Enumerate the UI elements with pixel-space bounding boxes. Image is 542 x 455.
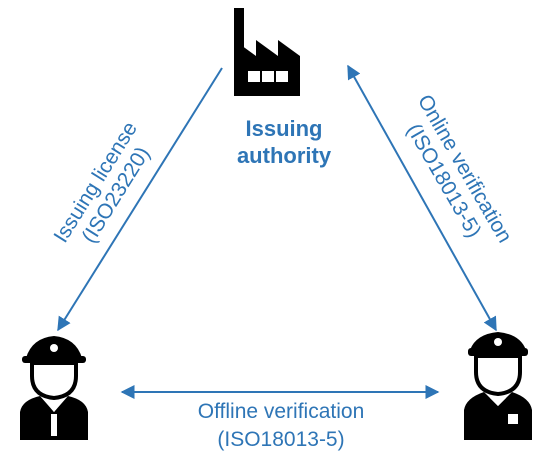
pilot-officer-icon	[20, 336, 88, 440]
online-verification-arrow	[347, 64, 497, 332]
authority-label-line2: authority	[237, 143, 332, 168]
factory-icon	[234, 8, 300, 96]
police-officer-icon	[464, 332, 532, 440]
offline-verification-standard: (ISO18013-5)	[217, 428, 344, 451]
authority-label-line1: Issuing	[245, 116, 322, 141]
offline-verification-label: Offline verification	[198, 400, 365, 423]
issuing-license-arrow	[57, 67, 223, 332]
